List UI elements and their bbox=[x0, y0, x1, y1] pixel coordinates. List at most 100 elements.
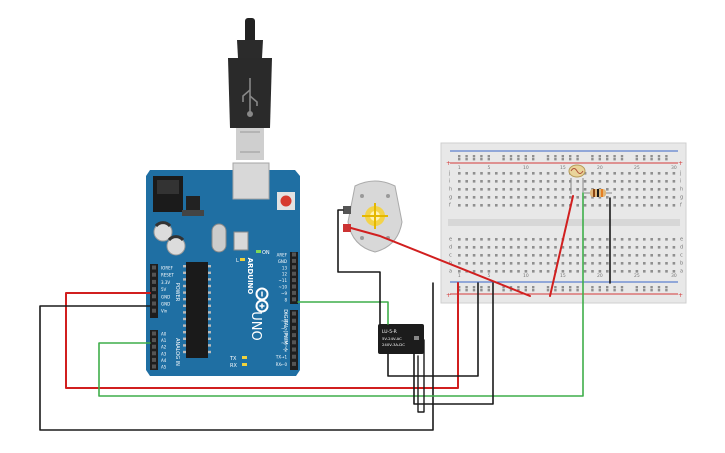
breadboard-hole[interactable] bbox=[583, 262, 587, 265]
rail-hole[interactable] bbox=[657, 158, 661, 161]
header-pin-hole[interactable] bbox=[292, 325, 296, 330]
breadboard-hole[interactable] bbox=[554, 254, 557, 257]
breadboard-hole[interactable] bbox=[561, 204, 565, 207]
rail-hole[interactable] bbox=[569, 158, 572, 161]
rail-hole[interactable] bbox=[643, 155, 646, 158]
breadboard-hole[interactable] bbox=[643, 254, 646, 257]
breadboard-hole[interactable] bbox=[650, 246, 653, 249]
breadboard-hole[interactable] bbox=[657, 172, 661, 175]
breadboard-hole[interactable] bbox=[458, 270, 461, 273]
rail-hole[interactable] bbox=[569, 155, 572, 158]
breadboard-hole[interactable] bbox=[576, 238, 579, 241]
breadboard-hole[interactable] bbox=[532, 180, 535, 183]
breadboard-hole[interactable] bbox=[495, 188, 498, 191]
breadboard-hole[interactable] bbox=[606, 196, 609, 199]
breadboard-hole[interactable] bbox=[539, 270, 542, 273]
breadboard-hole[interactable] bbox=[495, 254, 498, 257]
breadboard-hole[interactable] bbox=[635, 196, 639, 199]
breadboard-hole[interactable] bbox=[472, 196, 476, 199]
rail-hole[interactable] bbox=[650, 155, 653, 158]
breadboard-hole[interactable] bbox=[583, 246, 587, 249]
breadboard-hole[interactable] bbox=[502, 196, 505, 199]
rail-hole[interactable] bbox=[524, 158, 527, 161]
breadboard-hole[interactable] bbox=[643, 188, 646, 191]
breadboard-hole[interactable] bbox=[465, 172, 468, 175]
breadboard-hole[interactable] bbox=[606, 270, 609, 273]
breadboard-hole[interactable] bbox=[517, 196, 520, 199]
breadboard-hole[interactable] bbox=[620, 196, 624, 199]
breadboard-hole[interactable] bbox=[576, 204, 579, 207]
breadboard-hole[interactable] bbox=[539, 254, 542, 257]
breadboard-hole[interactable] bbox=[628, 246, 631, 249]
rail-hole[interactable] bbox=[620, 155, 624, 158]
breadboard-hole[interactable] bbox=[635, 238, 639, 241]
breadboard-hole[interactable] bbox=[532, 246, 535, 249]
breadboard-hole[interactable] bbox=[539, 172, 542, 175]
breadboard-hole[interactable] bbox=[561, 180, 565, 183]
breadboard-hole[interactable] bbox=[502, 254, 505, 257]
rail-hole[interactable] bbox=[502, 155, 505, 158]
breadboard-hole[interactable] bbox=[487, 196, 491, 199]
breadboard-hole[interactable] bbox=[458, 254, 461, 257]
breadboard-hole[interactable] bbox=[657, 238, 661, 241]
rail-hole[interactable] bbox=[517, 286, 520, 289]
rail-hole[interactable] bbox=[524, 286, 527, 289]
breadboard-hole[interactable] bbox=[495, 238, 498, 241]
breadboard-hole[interactable] bbox=[487, 180, 491, 183]
header-pin-hole[interactable] bbox=[152, 308, 156, 313]
breadboard-hole[interactable] bbox=[561, 246, 565, 249]
breadboard-hole[interactable] bbox=[620, 180, 624, 183]
breadboard-hole[interactable] bbox=[576, 270, 579, 273]
rail-hole[interactable] bbox=[598, 289, 601, 292]
breadboard-hole[interactable] bbox=[502, 188, 505, 191]
rail-hole[interactable] bbox=[635, 289, 638, 292]
breadboard-hole[interactable] bbox=[480, 238, 483, 241]
breadboard-hole[interactable] bbox=[672, 270, 676, 273]
breadboard-hole[interactable] bbox=[613, 246, 616, 249]
breadboard-hole[interactable] bbox=[532, 188, 535, 191]
rail-hole[interactable] bbox=[532, 155, 535, 158]
breadboard-hole[interactable] bbox=[591, 172, 594, 175]
breadboard-hole[interactable] bbox=[509, 196, 513, 199]
rail-hole[interactable] bbox=[465, 155, 468, 158]
rail-hole[interactable] bbox=[591, 158, 594, 161]
breadboard-hole[interactable] bbox=[554, 262, 557, 265]
breadboard-hole[interactable] bbox=[480, 270, 483, 273]
breadboard-hole[interactable] bbox=[539, 204, 542, 207]
breadboard-hole[interactable] bbox=[606, 204, 609, 207]
breadboard-hole[interactable] bbox=[598, 204, 602, 207]
breadboard-hole[interactable] bbox=[539, 180, 542, 183]
breadboard-hole[interactable] bbox=[613, 270, 616, 273]
breadboard-hole[interactable] bbox=[480, 196, 483, 199]
rail-hole[interactable] bbox=[606, 286, 609, 289]
breadboard-hole[interactable] bbox=[487, 254, 491, 257]
header-pin-hole[interactable] bbox=[292, 297, 296, 302]
rail-hole[interactable] bbox=[458, 289, 461, 292]
breadboard-hole[interactable] bbox=[554, 246, 557, 249]
rail-hole[interactable] bbox=[472, 286, 476, 289]
breadboard-hole[interactable] bbox=[665, 262, 668, 265]
wire-gnd-black[interactable] bbox=[39, 282, 434, 431]
breadboard-hole[interactable] bbox=[613, 204, 616, 207]
breadboard-hole[interactable] bbox=[657, 246, 661, 249]
breadboard-hole[interactable] bbox=[613, 196, 616, 199]
rail-hole[interactable] bbox=[465, 289, 468, 292]
rail-hole[interactable] bbox=[620, 289, 624, 292]
breadboard-hole[interactable] bbox=[583, 270, 587, 273]
rail-hole[interactable] bbox=[502, 289, 505, 292]
breadboard-hole[interactable] bbox=[598, 262, 602, 265]
breadboard-hole[interactable] bbox=[569, 254, 572, 257]
breadboard-hole[interactable] bbox=[495, 246, 498, 249]
breadboard-hole[interactable] bbox=[613, 238, 616, 241]
breadboard-hole[interactable] bbox=[561, 254, 565, 257]
header-pin-hole[interactable] bbox=[152, 351, 156, 356]
wire-relay-black-1[interactable] bbox=[387, 282, 479, 377]
breadboard-hole[interactable] bbox=[472, 262, 476, 265]
breadboard-hole[interactable] bbox=[546, 180, 550, 183]
wire-breadboard-red[interactable] bbox=[549, 195, 574, 297]
breadboard-hole[interactable] bbox=[635, 254, 639, 257]
breadboard-hole[interactable] bbox=[487, 172, 491, 175]
breadboard-hole[interactable] bbox=[480, 262, 483, 265]
breadboard-hole[interactable] bbox=[509, 204, 513, 207]
rail-hole[interactable] bbox=[546, 158, 550, 161]
